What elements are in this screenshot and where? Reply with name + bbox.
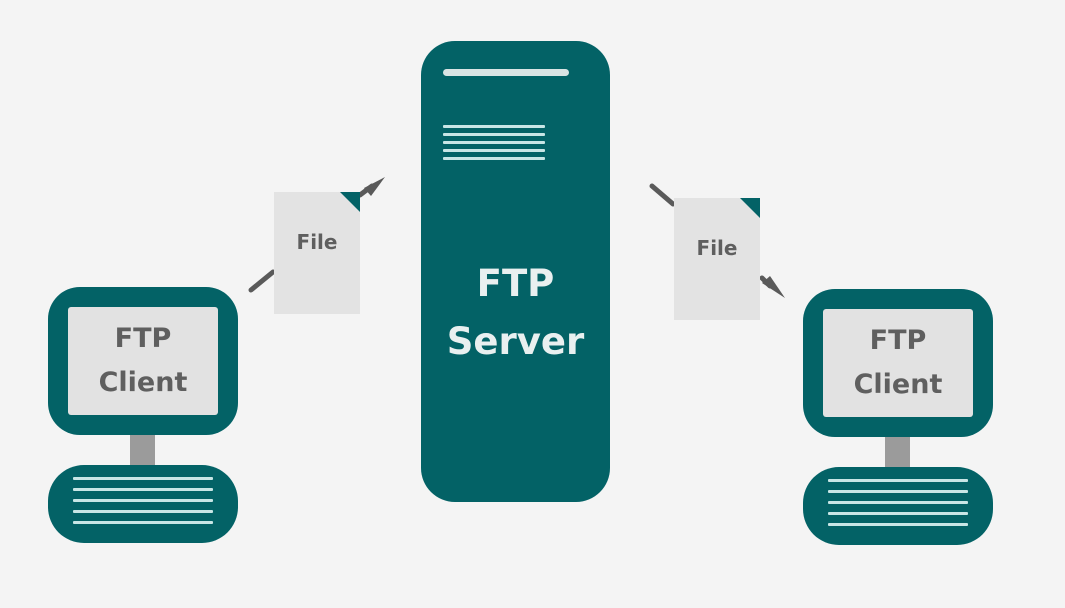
file-label: File <box>296 230 338 254</box>
upload-arrow <box>248 177 385 293</box>
file-document-right: File <box>674 198 760 320</box>
file-label: File <box>696 236 738 260</box>
client-keyboard <box>803 467 993 545</box>
client-label-line1: FTP <box>114 323 172 354</box>
client-label-line1: FTP <box>869 325 927 356</box>
client-screen: FTP Client <box>68 307 218 415</box>
client-stand <box>130 435 155 465</box>
client-label-line2: Client <box>98 367 188 398</box>
download-arrow <box>649 183 785 298</box>
download-arrowhead-icon <box>762 276 785 298</box>
upload-arrow-tail <box>248 269 276 293</box>
ftp-client-left: FTP Client <box>48 287 238 547</box>
client-label-line2: Client <box>853 369 943 400</box>
client-stand <box>885 437 910 467</box>
server-vents <box>443 125 545 165</box>
file-fold-icon <box>340 192 360 212</box>
server-label-line1: FTP <box>476 262 555 305</box>
file-document-left: File <box>274 192 360 314</box>
server-label-line2: Server <box>446 320 585 363</box>
ftp-server: FTP Server <box>421 41 610 502</box>
upload-arrowhead-icon <box>364 177 385 196</box>
client-monitor: FTP Client <box>48 287 238 435</box>
client-monitor: FTP Client <box>803 289 993 437</box>
server-drive-slot <box>443 69 569 76</box>
ftp-client-right: FTP Client <box>803 289 993 549</box>
server-label: FTP Server <box>421 255 610 371</box>
file-fold-icon <box>740 198 760 218</box>
client-keyboard <box>48 465 238 543</box>
client-screen: FTP Client <box>823 309 973 417</box>
download-arrow-tail <box>649 183 676 207</box>
